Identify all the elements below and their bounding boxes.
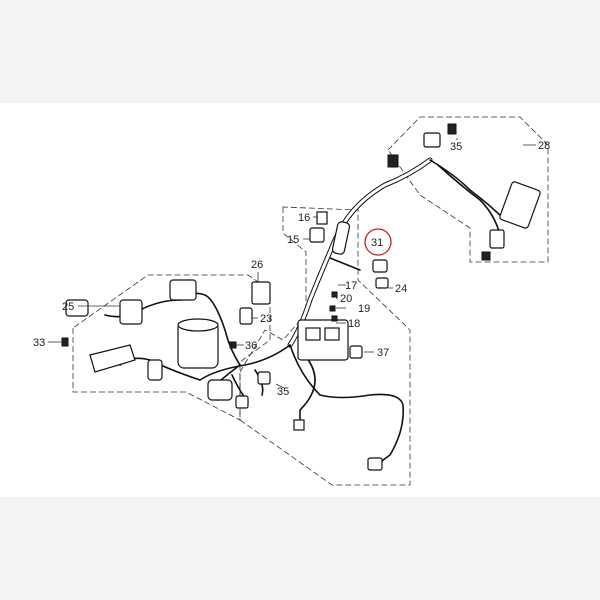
callout-24: 24: [395, 283, 407, 295]
callout-labels: 35 28 16 15 31 26 17 24 20 19 25 23 18 3…: [33, 140, 550, 398]
callout-16: 16: [298, 212, 310, 224]
callout-28: 28: [538, 140, 550, 152]
callout-37: 37: [377, 347, 389, 359]
leader-lines: [48, 138, 536, 389]
group-outline-upper-right: [387, 116, 549, 263]
callout-15: 15: [287, 234, 299, 246]
callout-31: 31: [371, 237, 383, 249]
upper-right-components: [387, 123, 541, 261]
callout-36: 36: [245, 340, 257, 352]
callout-18: 18: [348, 318, 360, 330]
group-outline-left: [72, 274, 271, 421]
callout-35-upper: 35: [450, 141, 462, 153]
main-harness: [104, 157, 506, 469]
bottom-margin: [0, 497, 600, 600]
callout-25: 25: [62, 301, 74, 313]
left-components: [61, 279, 271, 409]
diagram-panel: [0, 103, 600, 497]
top-margin: [0, 0, 600, 103]
callout-23: 23: [260, 313, 272, 325]
callout-35-lower: 35: [277, 386, 289, 398]
center-components: [293, 211, 389, 471]
callout-33: 33: [33, 337, 45, 349]
callout-31-highlight-ring: [364, 228, 392, 256]
callout-26: 26: [251, 259, 263, 271]
callout-20: 20: [340, 293, 352, 305]
callout-19: 19: [358, 303, 370, 315]
callout-17: 17: [345, 280, 357, 292]
